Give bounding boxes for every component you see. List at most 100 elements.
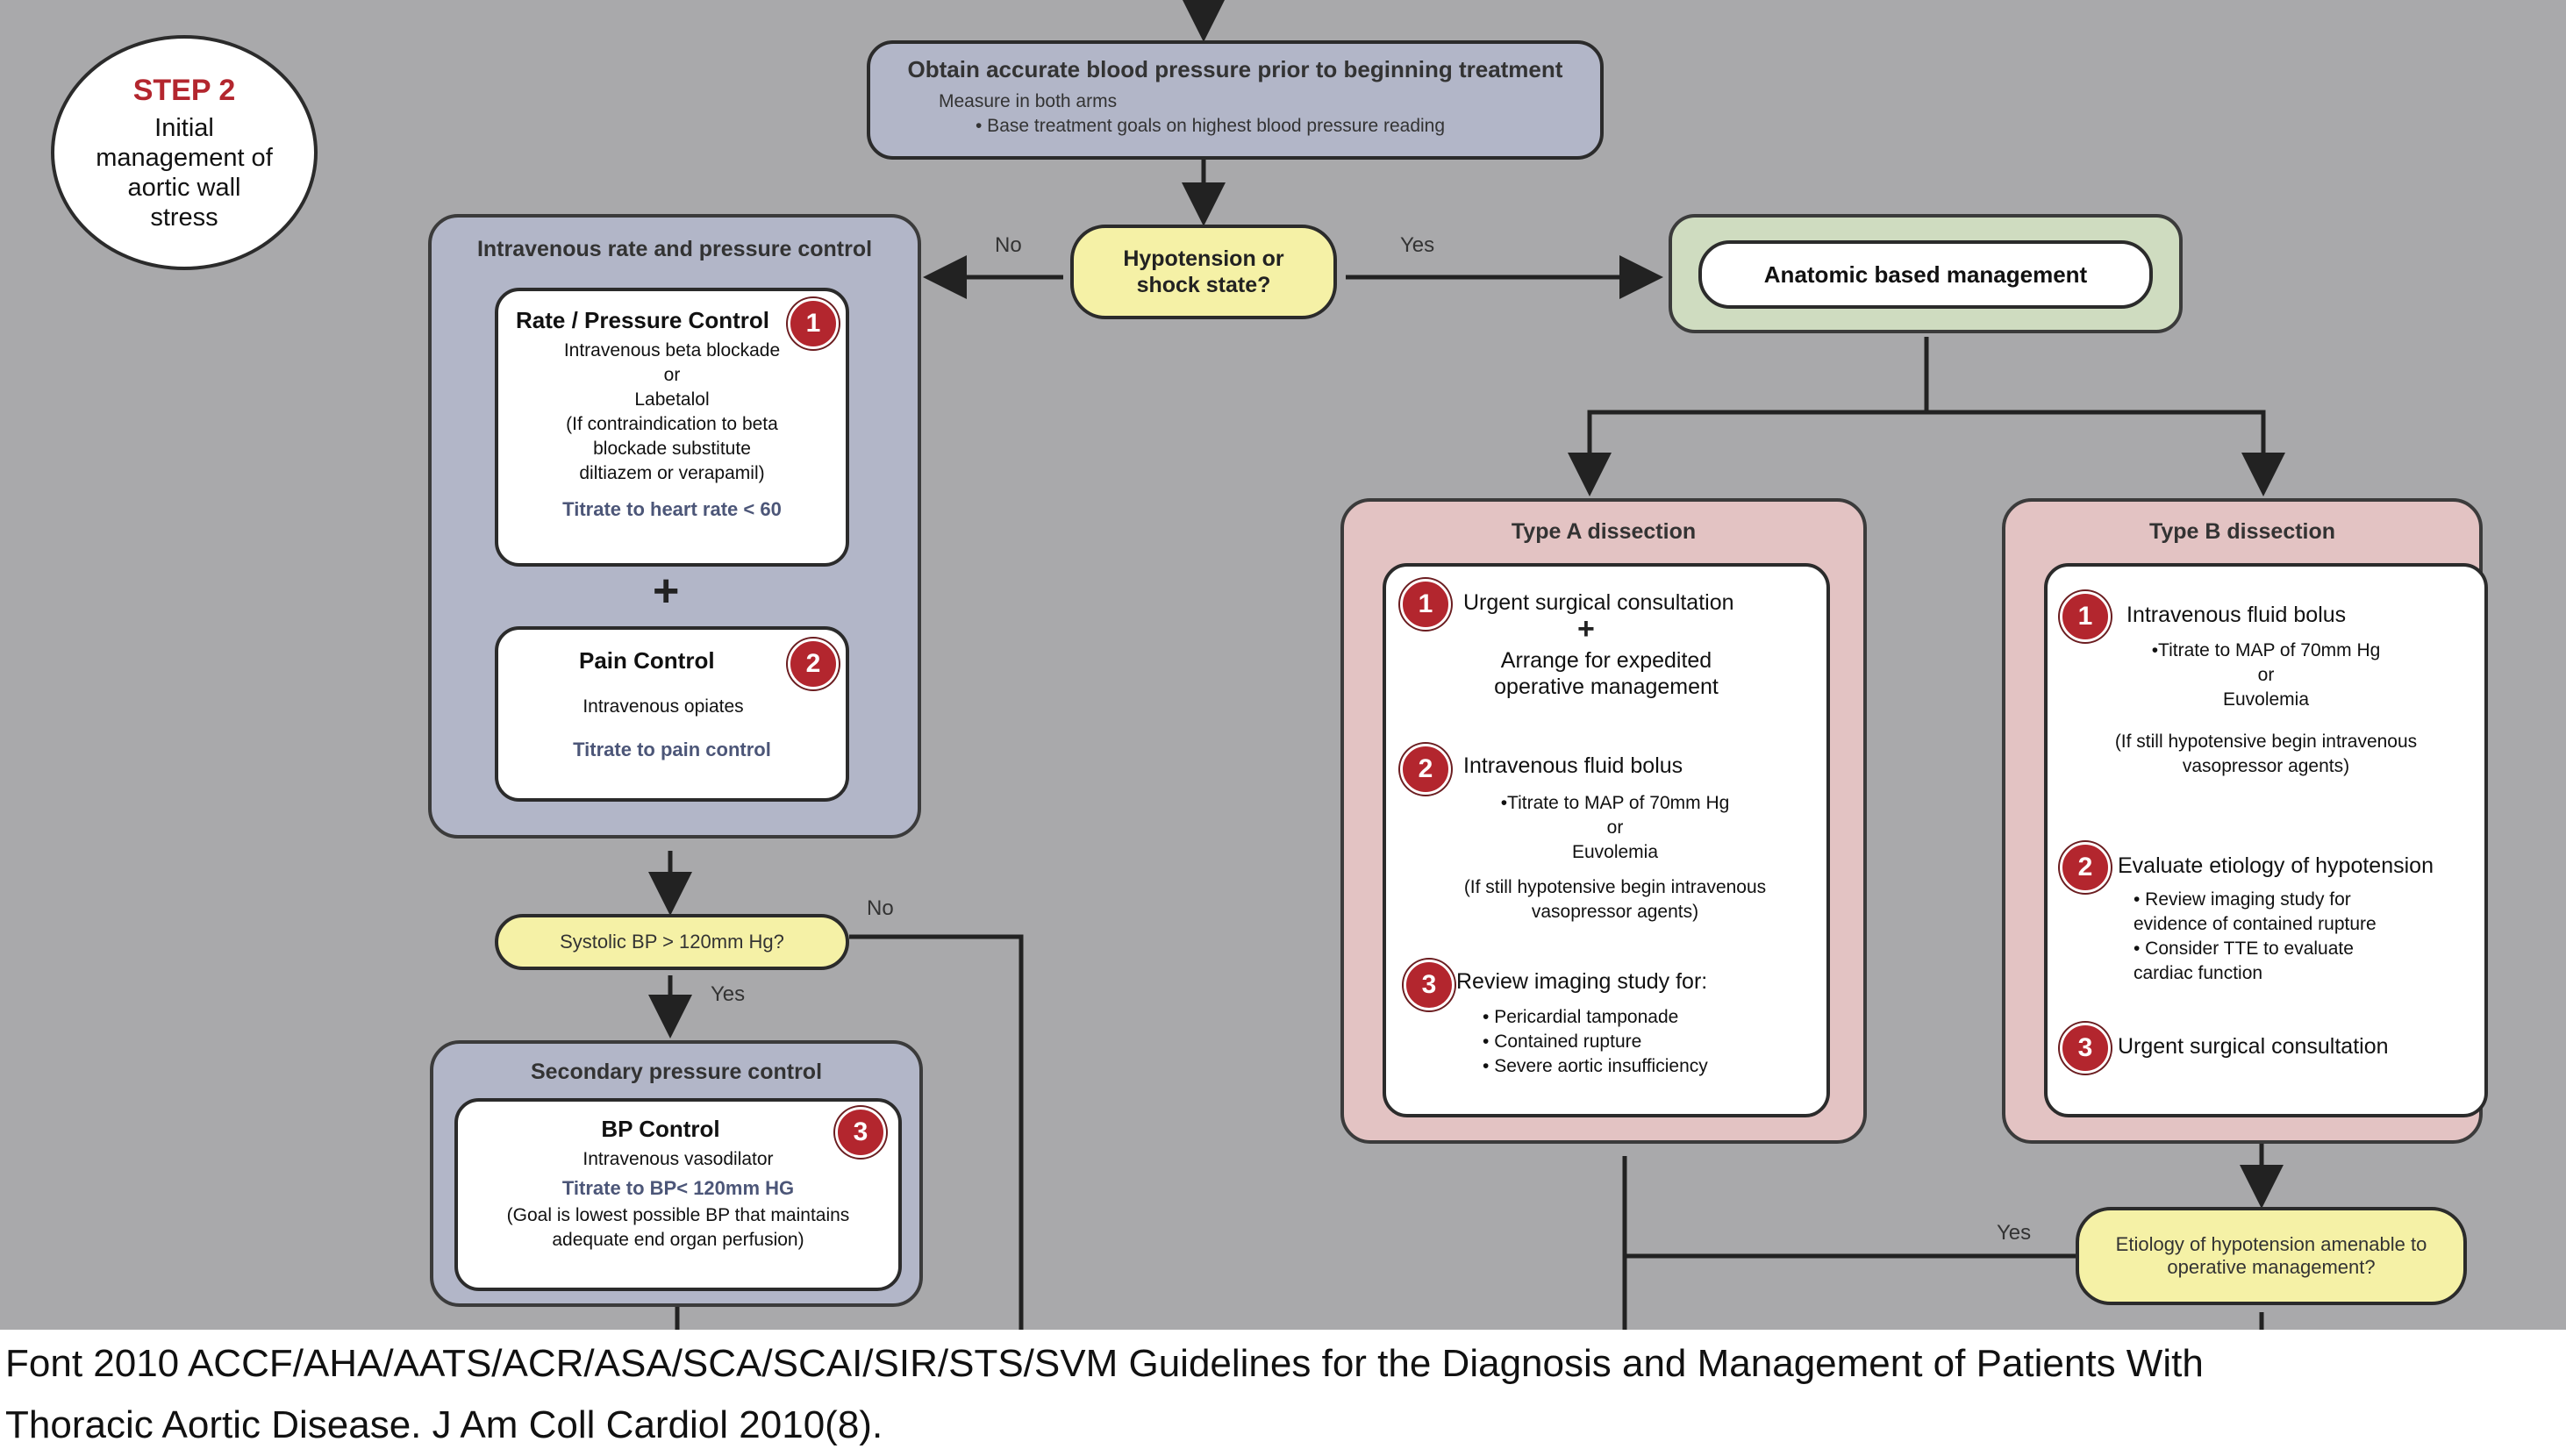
bp-title: BP Control: [601, 1116, 720, 1142]
rate-line6: diltiazem or verapamil): [579, 463, 765, 483]
type-a-s2-text: •Titrate to MAP of 70mm Hg or Euvolemia …: [1412, 791, 1818, 924]
type-b-s2-text: • Review imaging study for evidence of c…: [2134, 888, 2377, 986]
systolic-label-no: No: [867, 896, 894, 920]
rate-title: Rate / Pressure Control: [516, 307, 769, 333]
obtain-bp-line2: • Base treatment goals on highest blood …: [976, 116, 1446, 136]
type-b-s1-line1: Intravenous fluid bolus: [2126, 603, 2347, 627]
type-b-s1-line3: or: [2257, 665, 2275, 685]
type-a-title: Type A dissection: [1511, 519, 1697, 544]
rate-line2: or: [663, 365, 681, 385]
rate-line3: Labetalol: [634, 389, 710, 410]
rate-pressure-box: Rate / Pressure Control 1 Intravenous be…: [495, 288, 849, 567]
type-a-bullet-3: Severe aortic insufficiency: [1483, 1054, 1708, 1079]
type-b-badge-1: 1: [2060, 591, 2111, 642]
type-a-s1-line1: Urgent surgical consultation: [1463, 590, 1734, 615]
obtain-bp-title: Obtain accurate blood pressure prior to …: [907, 56, 1563, 82]
type-a-s2-line1: Intravenous fluid bolus: [1463, 753, 1683, 778]
anatomic-title: Anatomic based management: [1763, 261, 2088, 288]
type-b-s2-line1: Evaluate etiology of hypotension: [2118, 853, 2434, 878]
type-a-s2-line4: Euvolemia: [1571, 842, 1659, 862]
type-b-s2-b2: evidence of contained rupture: [2134, 914, 2377, 934]
type-b-s2-b1: • Review imaging study for: [2134, 889, 2351, 910]
type-b-badge-3: 3: [2060, 1023, 2111, 1074]
rate-line4: (If contraindication to beta: [566, 414, 778, 434]
plus-sign: +: [653, 566, 680, 617]
line-systolic-no: [849, 934, 1024, 1330]
type-b-s1-line2: •Titrate to MAP of 70mm Hg: [2151, 640, 2381, 660]
type-a-s2-line5: (If still hypotensive begin intravenous: [1463, 877, 1767, 897]
type-a-s2-line2: •Titrate to MAP of 70mm Hg: [1500, 793, 1730, 813]
rate-text: Intravenous beta blockade or Labetalol (…: [498, 339, 846, 521]
caption-line2: Thoracic Aortic Disease. J Am Coll Cardi…: [5, 1403, 883, 1446]
type-b-s2-b4: cardiac function: [2134, 963, 2263, 983]
type-b-s3-line1: Urgent surgical consultation: [2118, 1034, 2389, 1059]
type-b-s1-line6: vasopressor agents): [2182, 756, 2350, 776]
type-a-s1-text: Arrange for expedited operative manageme…: [1421, 647, 1791, 700]
type-b-badge-2: 2: [2060, 842, 2111, 893]
secondary-pressure-panel: Secondary pressure control BP Control 3 …: [430, 1040, 923, 1307]
pain-title: Pain Control: [579, 647, 715, 674]
bp-text: Intravenous vasodilator Titrate to BP< 1…: [458, 1147, 898, 1253]
type-a-s3-line1: Review imaging study for:: [1456, 969, 1708, 994]
type-b-s1-line5: (If still hypotensive begin intravenous: [2114, 732, 2418, 752]
connector-lines: [648, 0, 2285, 1330]
type-a-s1-line3: operative management: [1494, 674, 1719, 699]
pain-control-box: Pain Control 2 Intravenous opiates Titra…: [495, 626, 849, 802]
bp-goal: Titrate to BP< 120mm HG: [561, 1177, 795, 1199]
type-a-s2-line3: or: [1606, 817, 1624, 838]
obtain-bp-line1: Measure in both arms: [939, 91, 1118, 111]
pain-goal: Titrate to pain control: [573, 739, 771, 760]
type-a-s2-line6: vasopressor agents): [1531, 902, 1699, 922]
type-a-box: 1 Urgent surgical consultation + Arrange…: [1383, 563, 1830, 1117]
flowchart-canvas: STEP 2 Initial management of aortic wall…: [0, 0, 2566, 1330]
systolic-decision-text: Systolic BP > 120mm Hg?: [560, 931, 784, 953]
type-a-s3-bullets: Pericardial tamponade Contained rupture …: [1483, 1005, 1708, 1079]
type-a-s1-line2: Arrange for expedited: [1500, 648, 1712, 673]
rate-goal: Titrate to heart rate < 60: [562, 498, 782, 520]
bp-line3: adequate end organ perfusion): [552, 1230, 804, 1250]
line-anatomic-split-b: [1926, 410, 2285, 496]
step-circle: STEP 2 Initial management of aortic wall…: [51, 35, 318, 270]
anatomic-box: Anatomic based management: [1698, 240, 2153, 309]
type-a-bullet-1: Pericardial tamponade: [1483, 1005, 1708, 1030]
rate-line1: Intravenous beta blockade: [563, 340, 781, 360]
caption-line1: Font 2010 ACCF/AHA/AATS/ACR/ASA/SCA/SCAI…: [5, 1342, 2204, 1385]
type-b-panel: Type B dissection 1 Intravenous fluid bo…: [2002, 498, 2488, 1144]
badge-1: 1: [788, 298, 839, 349]
obtain-bp-box: Obtain accurate blood pressure prior to …: [867, 40, 1604, 160]
hypotension-decision-text: Hypotension or shock state?: [1123, 246, 1284, 297]
type-b-s1-line4: Euvolemia: [2222, 689, 2310, 710]
bp-line2: (Goal is lowest possible BP that maintai…: [506, 1205, 850, 1225]
iv-panel-title: Intravenous rate and pressure control: [476, 237, 873, 261]
anatomic-panel: Anatomic based management: [1669, 214, 2183, 333]
type-b-s2-b3: • Consider TTE to evaluate: [2134, 939, 2354, 959]
line-anatomic-split: [1568, 337, 1929, 496]
type-a-bullet-2: Contained rupture: [1483, 1030, 1708, 1054]
type-b-title: Type B dissection: [2148, 519, 2336, 544]
pain-line1: Intravenous opiates: [583, 696, 744, 717]
bp-control-box: BP Control 3 Intravenous vasodilator Tit…: [454, 1098, 902, 1291]
label-yes: Yes: [1400, 233, 1435, 257]
hypotension-decision: Hypotension or shock state?: [1070, 225, 1337, 319]
iv-rate-pressure-panel: Intravenous rate and pressure control Ra…: [428, 214, 921, 839]
type-a-badge-2: 2: [1400, 744, 1451, 795]
figure-caption: Font 2010 ACCF/AHA/AATS/ACR/ASA/SCA/SCAI…: [5, 1333, 2549, 1456]
systolic-decision: Systolic BP > 120mm Hg?: [495, 914, 849, 970]
rate-line5: blockade substitute: [593, 439, 751, 459]
type-a-s1-plus: +: [1577, 612, 1595, 646]
badge-2: 2: [788, 639, 839, 689]
badge-3: 3: [835, 1107, 886, 1158]
step-title: Initial management of aortic wall stress: [96, 113, 273, 232]
type-b-s1-text: •Titrate to MAP of 70mm Hg or Euvolemia …: [2056, 639, 2476, 779]
secondary-title: Secondary pressure control: [530, 1060, 823, 1084]
etiology-label-yes: Yes: [1997, 1221, 2032, 1245]
type-b-box: 1 Intravenous fluid bolus •Titrate to MA…: [2044, 563, 2488, 1117]
step-label: STEP 2: [132, 73, 236, 107]
etiology-decision: Etiology of hypotension amenable to oper…: [2076, 1207, 2467, 1305]
etiology-decision-text: Etiology of hypotension amenable to oper…: [2115, 1233, 2427, 1278]
type-a-panel: Type A dissection 1 Urgent surgical cons…: [1340, 498, 1867, 1144]
type-a-badge-1: 1: [1400, 579, 1451, 630]
bp-line1: Intravenous vasodilator: [583, 1149, 774, 1169]
label-no: No: [995, 233, 1022, 257]
